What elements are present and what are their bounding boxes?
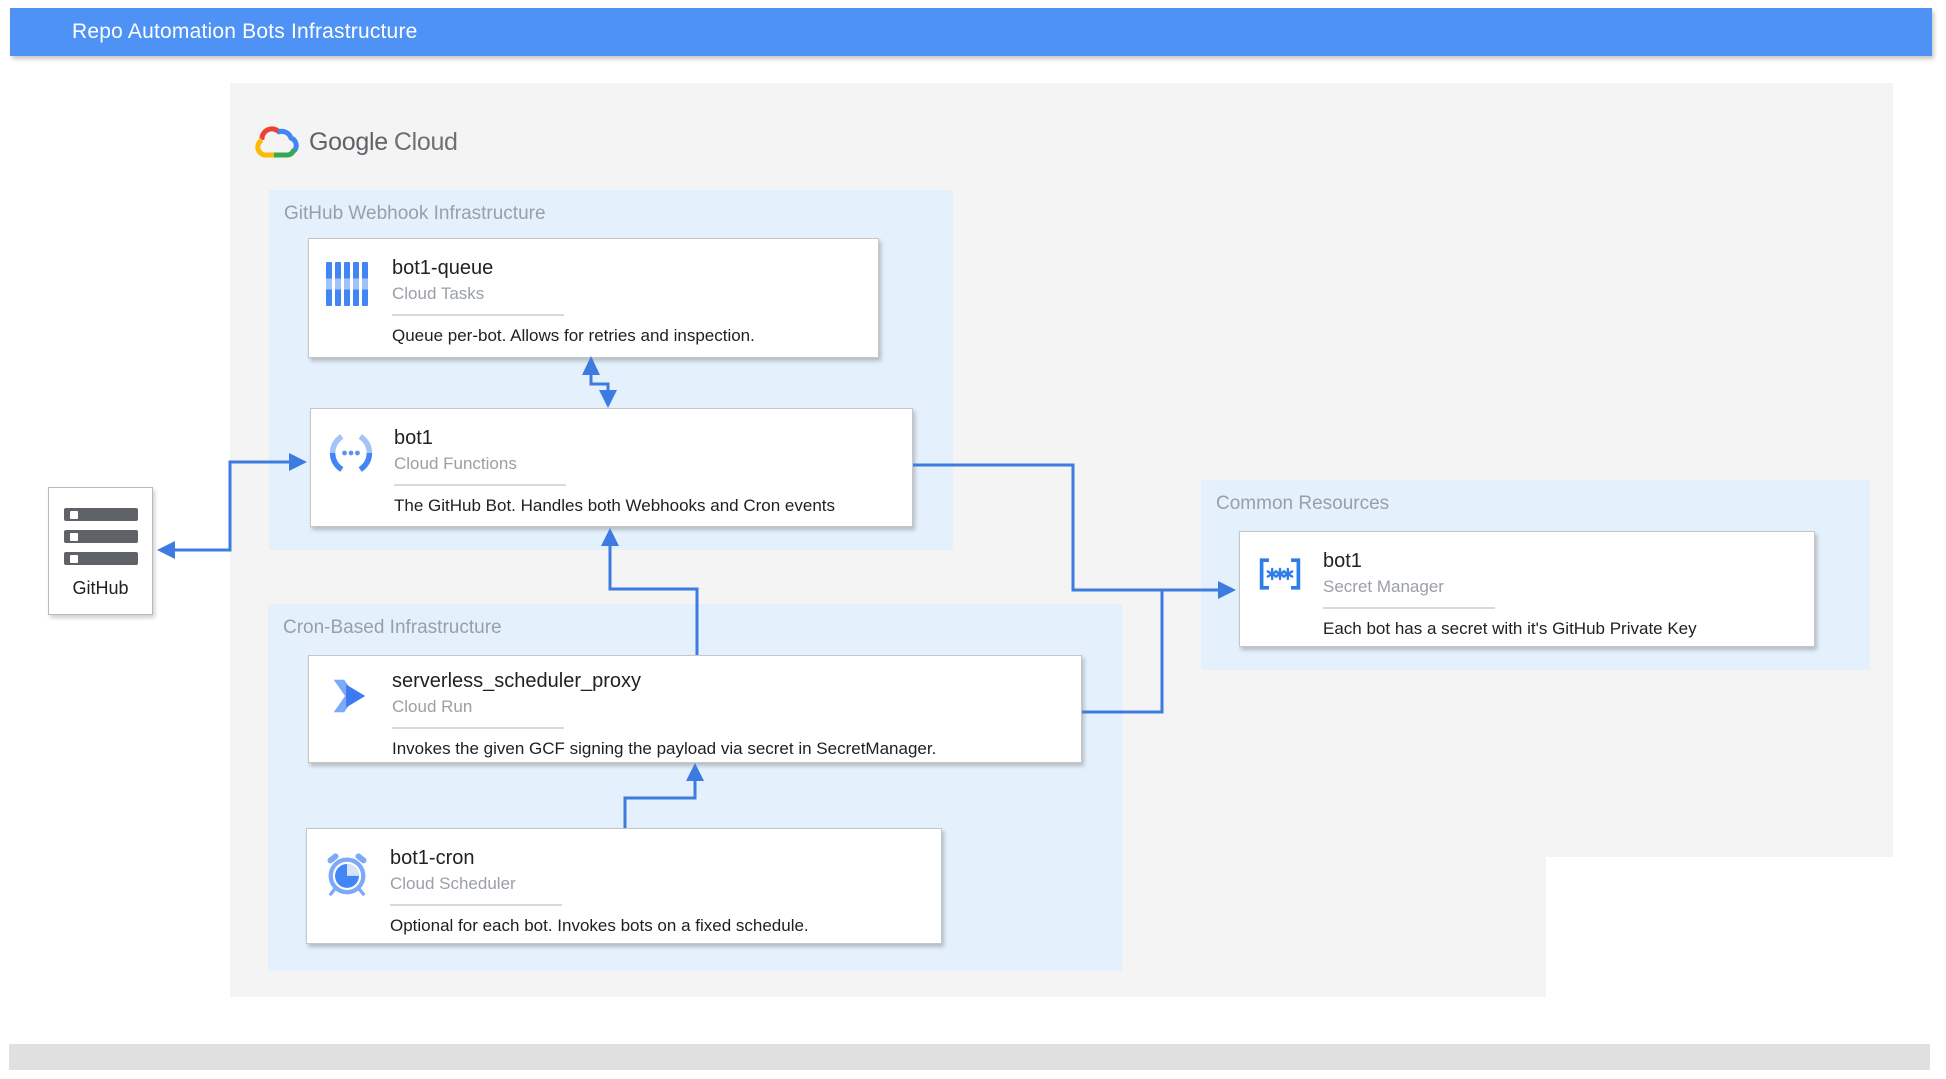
zone-label: Cron-Based Infrastructure xyxy=(283,617,502,638)
card-title: bot1 xyxy=(1323,550,1362,572)
card-description: Optional for each bot. Invokes bots on a… xyxy=(390,916,809,935)
card-serverless-scheduler-proxy: serverless_scheduler_proxy Cloud Run Inv… xyxy=(308,655,1082,763)
card-title: bot1-queue xyxy=(392,257,494,279)
bottom-scrollbar[interactable] xyxy=(9,1044,1930,1070)
card-product: Cloud Run xyxy=(392,697,473,716)
secret-manager-icon xyxy=(1257,553,1303,646)
server-stack-icon xyxy=(63,508,138,574)
card-title: bot1 xyxy=(394,427,433,449)
divider xyxy=(392,727,564,729)
github-node: GitHub xyxy=(48,487,153,615)
cloud-functions-icon xyxy=(328,430,374,526)
card-product: Cloud Tasks xyxy=(392,284,485,303)
card-product: Cloud Scheduler xyxy=(390,874,516,893)
divider xyxy=(1323,607,1495,609)
page-title: Repo Automation Bots Infrastructure xyxy=(72,20,418,43)
card-bot1-cron: bot1-cron Cloud Scheduler Optional for e… xyxy=(306,828,942,944)
card-title: bot1-cron xyxy=(390,847,475,869)
card-product: Secret Manager xyxy=(1323,577,1444,596)
zone-label: Common Resources xyxy=(1216,493,1390,514)
google-cloud-icon xyxy=(253,124,299,160)
card-bot1-function: bot1 Cloud Functions The GitHub Bot. Han… xyxy=(310,408,913,527)
zone-label: GitHub Webhook Infrastructure xyxy=(284,203,546,224)
divider xyxy=(390,904,562,906)
card-bot1-secret: bot1 Secret Manager Each bot has a secre… xyxy=(1239,531,1815,647)
logo-google-text: Google xyxy=(309,127,388,156)
diagram-title-bar: Repo Automation Bots Infrastructure xyxy=(10,8,1932,56)
card-description: Invokes the given GCF signing the payloa… xyxy=(392,739,937,758)
cloud-tasks-icon xyxy=(326,260,372,357)
card-bot1-queue: bot1-queue Cloud Tasks Queue per-bot. Al… xyxy=(308,238,879,358)
card-description: The GitHub Bot. Handles both Webhooks an… xyxy=(394,496,835,515)
github-label: GitHub xyxy=(72,578,129,598)
card-description: Queue per-bot. Allows for retries and in… xyxy=(392,326,755,345)
card-product: Cloud Functions xyxy=(394,454,517,473)
divider xyxy=(394,484,566,486)
cloud-scheduler-icon xyxy=(324,850,370,943)
card-description: Each bot has a secret with it's GitHub P… xyxy=(1323,619,1697,638)
logo-cloud-text: Cloud xyxy=(393,127,458,156)
divider xyxy=(392,314,564,316)
cloud-run-icon xyxy=(326,673,372,762)
arrowhead-left-github xyxy=(157,541,175,559)
card-title: serverless_scheduler_proxy xyxy=(392,670,642,692)
